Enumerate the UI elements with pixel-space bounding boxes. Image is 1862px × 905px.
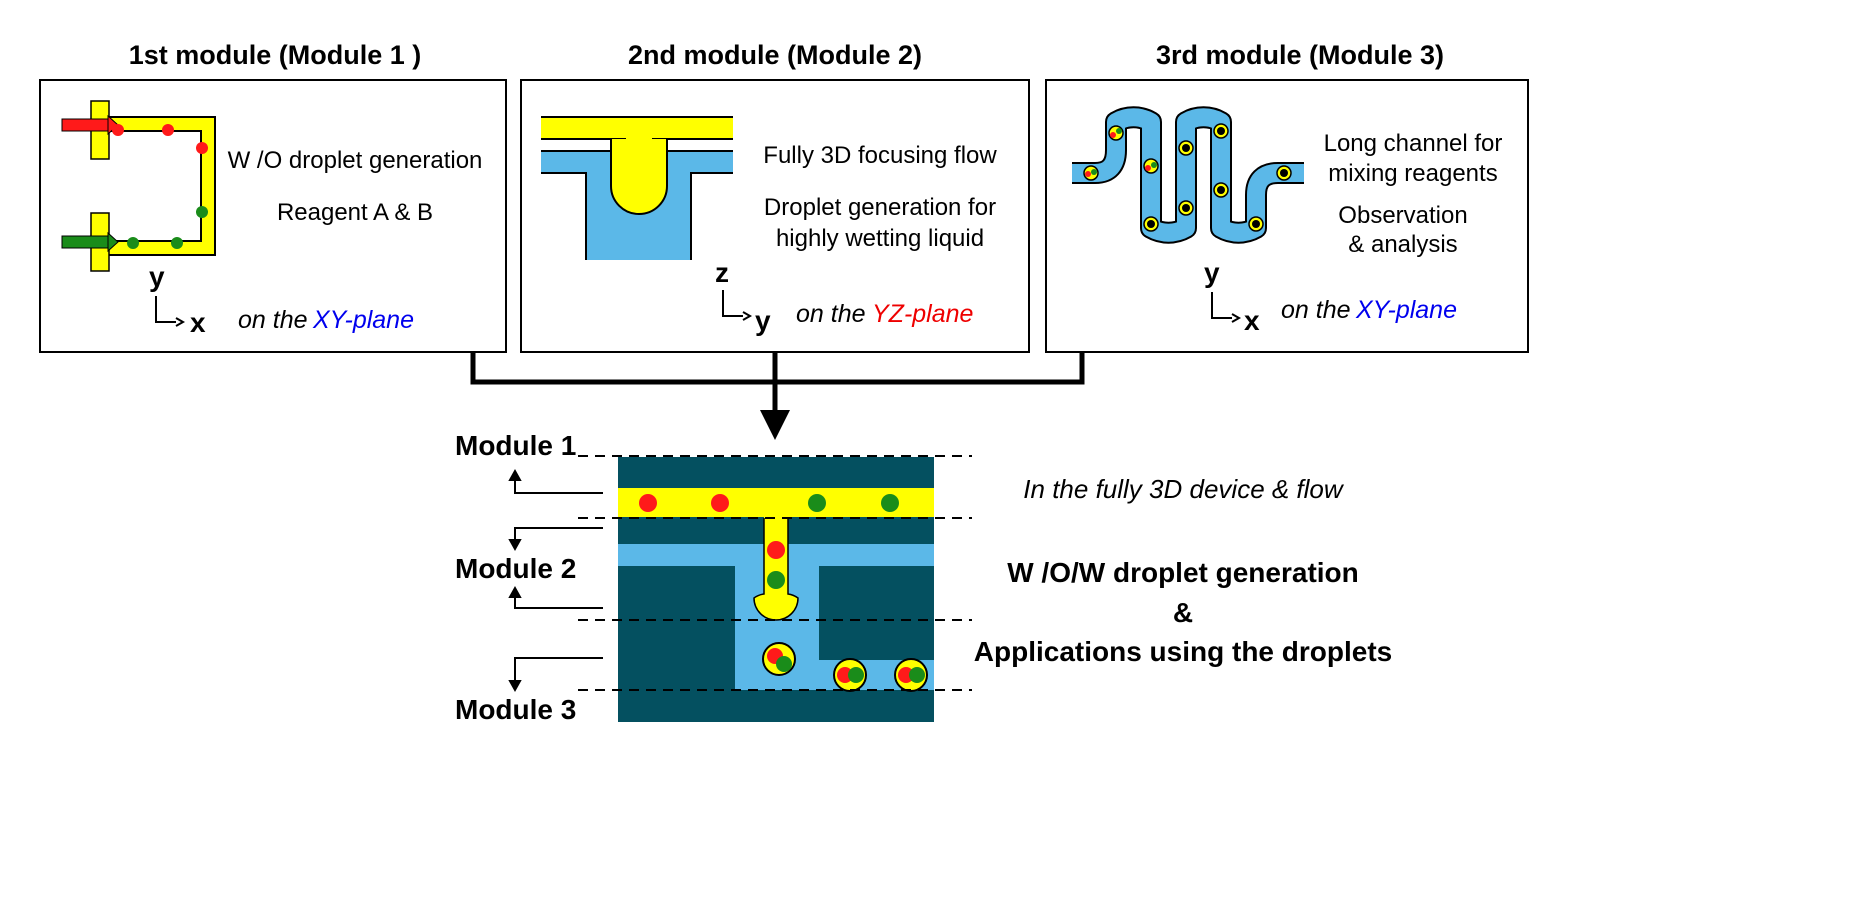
red-droplet (196, 142, 208, 154)
module2-axis-z: z (715, 257, 729, 288)
module1-line2: Reagent A & B (277, 199, 433, 226)
module2-line3: highly wetting liquid (776, 225, 984, 252)
module3-plane-prefix: on the (1281, 296, 1351, 324)
xy-axis-icon (155, 296, 186, 327)
module2-plane-name: YZ-plane (872, 300, 973, 328)
mixed-droplet (1143, 158, 1159, 174)
red-droplet (639, 494, 657, 512)
result-line2: & (1173, 597, 1193, 628)
green-droplet (808, 494, 826, 512)
module1-plane-prefix: on the (238, 306, 308, 334)
result-line3: Applications using the droplets (974, 636, 1392, 667)
module3-panel: Long channel for mixing reagents Observa… (1045, 79, 1529, 353)
module1-axis-y: y (149, 261, 165, 292)
layer-boundaries (578, 455, 972, 691)
red-droplet (767, 541, 785, 559)
result-line1: W /O/W droplet generation (1007, 557, 1359, 588)
dark-droplet (1213, 182, 1229, 198)
module1-panel: W /O droplet generation Reagent A & B y … (39, 79, 507, 353)
module2-axis-y: y (755, 305, 771, 336)
red-droplet (711, 494, 729, 512)
module2-line2: Droplet generation for (764, 194, 996, 221)
module2-title: 2nd module (Module 2) (628, 40, 922, 70)
green-droplet (767, 571, 785, 589)
combined-label-module3: Module 3 (455, 694, 576, 725)
module3-line3: Observation (1338, 202, 1467, 229)
connector-lines (470, 352, 1085, 440)
module3-line4: & analysis (1348, 231, 1457, 258)
xy-axis-icon (1211, 292, 1242, 323)
mixed-droplet (1108, 125, 1124, 141)
module3-line2: mixing reagents (1328, 160, 1497, 187)
device-caption: In the fully 3D device & flow (1023, 474, 1345, 504)
combined-device (618, 457, 934, 722)
mixed-droplet (1083, 165, 1099, 181)
module1-line1: W /O droplet generation (228, 147, 483, 174)
combined-label-module1: Module 1 (455, 430, 576, 461)
module2-panel: Fully 3D focusing flow Droplet generatio… (520, 79, 1030, 353)
module2-line1: Fully 3D focusing flow (763, 142, 997, 169)
red-droplet (162, 124, 174, 136)
dark-droplet (1178, 140, 1194, 156)
dark-droplet (1276, 165, 1292, 181)
wow-droplet (833, 658, 867, 692)
red-droplet (112, 124, 124, 136)
module1-axis-x: x (190, 307, 206, 338)
layer-arrows (508, 468, 603, 693)
dark-droplet (1213, 123, 1229, 139)
dark-droplet (1178, 200, 1194, 216)
module2-plane-prefix: on the (796, 300, 866, 328)
dark-droplet (1248, 216, 1264, 232)
module3-title: 3rd module (Module 3) (1156, 40, 1444, 70)
module3-axis-x: x (1244, 305, 1260, 336)
green-droplet (171, 237, 183, 249)
yz-axis-icon (722, 290, 753, 321)
module3-axis-y: y (1204, 257, 1220, 288)
green-droplet (127, 237, 139, 249)
green-droplet (881, 494, 899, 512)
wow-droplet (894, 658, 928, 692)
green-droplet (196, 206, 208, 218)
module1-plane-name: XY-plane (312, 306, 414, 334)
dark-droplet (1143, 216, 1159, 232)
module3-line1: Long channel for (1324, 130, 1503, 157)
wow-droplet (762, 642, 796, 676)
module1-title: 1st module (Module 1 ) (129, 40, 422, 70)
combined-label-module2: Module 2 (455, 553, 576, 584)
module3-plane-name: XY-plane (1355, 296, 1457, 324)
